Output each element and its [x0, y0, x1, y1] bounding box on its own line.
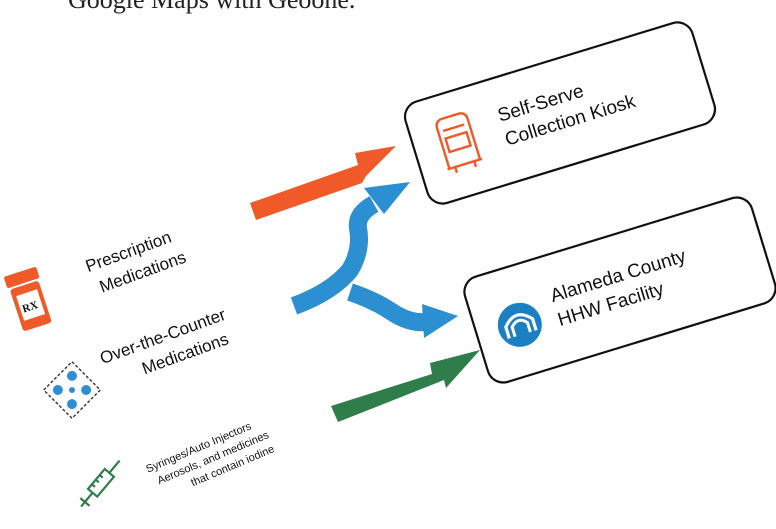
flow-arrow-otc-split — [290, 196, 429, 332]
header-partial-text: Google Maps with Geoone. — [68, 0, 355, 14]
kiosk-destination-box: Self-Serve Collection Kiosk — [403, 21, 717, 205]
kiosk-box-outline — [403, 21, 717, 205]
hhw-box-outline — [463, 196, 776, 384]
rx-icon-text: RX — [21, 299, 40, 315]
source-prescription: Prescription Medications — [83, 227, 189, 296]
flow-arrowhead-otc-kiosk — [364, 182, 410, 214]
hhw-arch-logo-icon — [497, 302, 542, 347]
syringe-icon — [79, 459, 121, 508]
flow-arrow-rx-to-kiosk — [250, 146, 396, 220]
flow-arrow-syringes-to-hhw — [331, 350, 480, 422]
flow-arrowhead-otc-hhw — [422, 304, 458, 338]
source-otc: Over-the-Counter Medications — [97, 305, 231, 378]
hhw-destination-box: Alameda County HHW Facility — [463, 196, 776, 384]
mailbox-kiosk-icon — [435, 112, 483, 174]
blister-pack-icon — [42, 360, 102, 420]
source-syringes: Syringes/Auto Injectors Aerosols, and me… — [144, 420, 276, 489]
prescription-bottle-icon: RX — [4, 267, 52, 331]
